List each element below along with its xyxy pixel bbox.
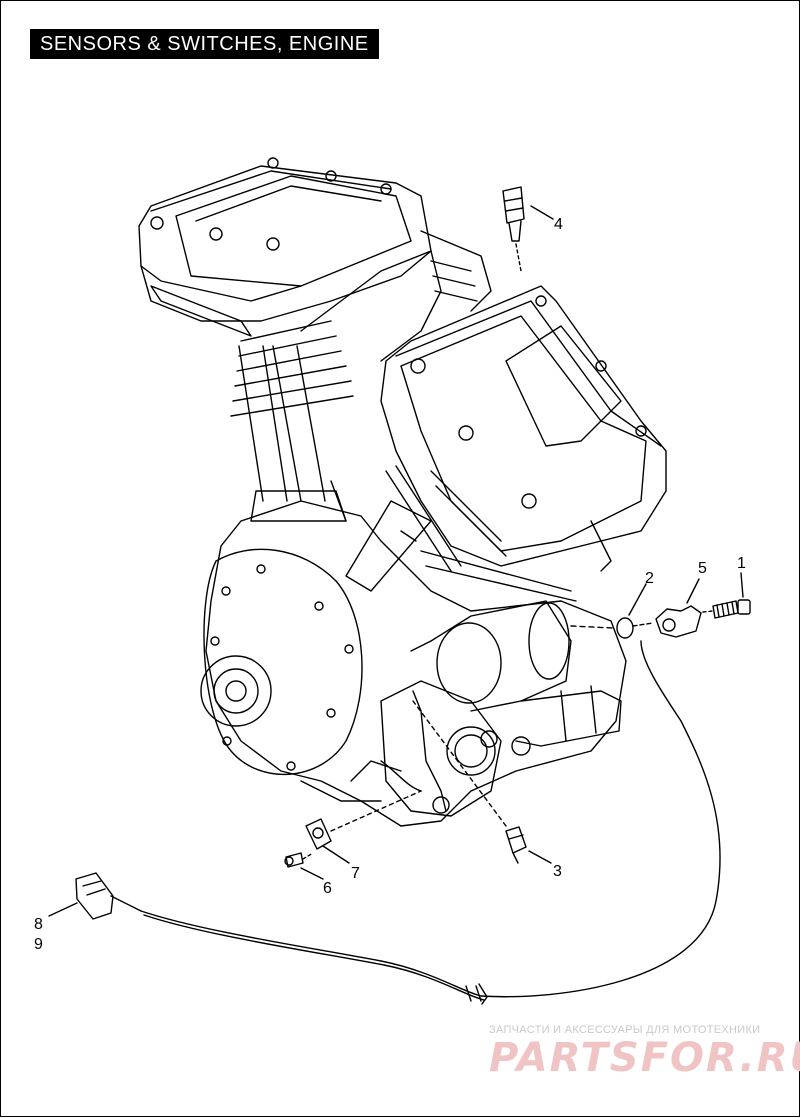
callout-8: 8 [34, 916, 43, 933]
watermark-logo: PARTSFOR.RU [489, 1035, 800, 1081]
front-cylinder-head [380, 285, 667, 602]
part-1-screw [702, 572, 751, 619]
callout-7: 7 [351, 865, 360, 882]
part-4-sender [502, 186, 554, 272]
page-title: SENSORS & SWITCHES, ENGINE [30, 29, 379, 59]
rear-cylinder-head [138, 157, 492, 417]
watermark-subtitle: ЗАПЧАСТИ И АКСЕССУАРЫ ДЛЯ МОТОТЕХНИКИ [489, 1024, 761, 1036]
part-7-clip [305, 790, 422, 864]
part-5-sensor [632, 578, 702, 638]
callout-2: 2 [645, 570, 654, 587]
callout-5: 5 [698, 560, 707, 577]
engine-assembly [200, 500, 627, 827]
callout-6: 6 [323, 880, 332, 897]
starter-motor [410, 600, 622, 747]
callout-3: 3 [553, 863, 562, 880]
pushrod-tubes [238, 345, 432, 592]
part-2-o-ring [570, 583, 647, 639]
part-8-9-connector [48, 640, 721, 1005]
part-3-switch [412, 700, 552, 864]
callout-9: 9 [34, 936, 43, 953]
callout-1: 1 [737, 555, 746, 572]
callout-4: 4 [554, 216, 563, 233]
part-6-screw [284, 852, 324, 880]
